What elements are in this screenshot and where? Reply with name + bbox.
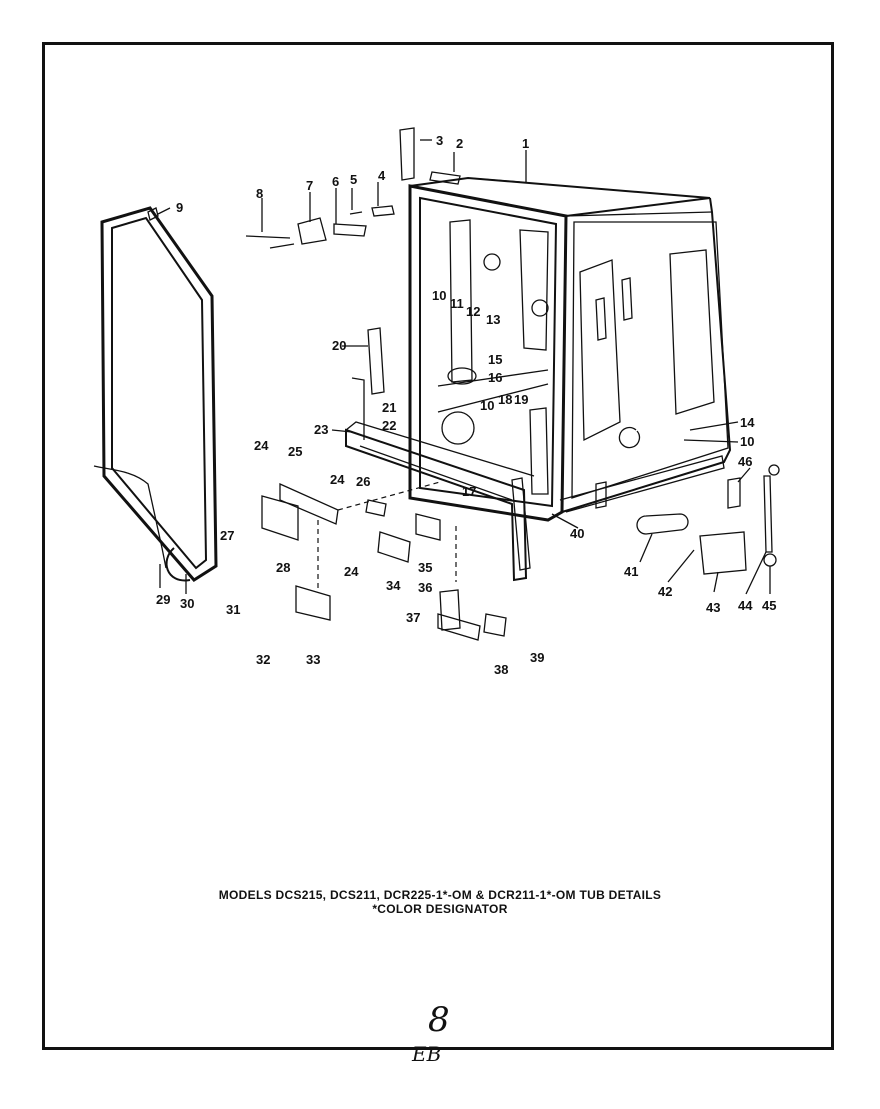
callout-46: 46 [738, 454, 752, 469]
callout-30: 30 [180, 596, 194, 611]
callout-2: 2 [456, 136, 463, 151]
callout-17: 17 [462, 484, 476, 499]
callout-15: 15 [488, 352, 502, 367]
callout-28: 28 [276, 560, 290, 575]
callout-38: 38 [494, 662, 508, 677]
callout-32: 32 [256, 652, 270, 667]
callout-3: 3 [436, 133, 443, 148]
alignment-lines [317, 481, 457, 590]
callout-labels: 1 2 3 4 5 6 7 8 9 10 11 12 13 14 10 15 1… [156, 133, 776, 677]
callout-31: 31 [226, 602, 240, 617]
callout-6: 6 [332, 174, 339, 189]
callout-7: 7 [306, 178, 313, 193]
callout-24-b: 24 [330, 472, 345, 487]
callout-16: 16 [488, 370, 502, 385]
handwritten-code: EB [412, 1042, 442, 1066]
callout-9: 9 [176, 200, 183, 215]
callout-1: 1 [522, 136, 529, 151]
callout-27: 27 [220, 528, 234, 543]
callout-26: 26 [356, 474, 370, 489]
door-gasket [93, 206, 218, 582]
callout-21: 21 [382, 400, 396, 415]
callout-37: 37 [406, 610, 420, 625]
callout-8: 8 [256, 186, 263, 201]
leader-lines [157, 139, 771, 595]
hinge-parts [245, 127, 780, 641]
callout-45: 45 [762, 598, 776, 613]
callout-11: 11 [450, 296, 464, 311]
callout-5: 5 [350, 172, 357, 187]
callout-18: 18 [498, 392, 512, 407]
handwritten-page-number: 8 [428, 1000, 450, 1040]
callout-33: 33 [306, 652, 320, 667]
callout-4: 4 [378, 168, 386, 183]
callout-10-center: 10 [480, 398, 494, 413]
callout-10-right: 10 [740, 434, 754, 449]
callout-23: 23 [314, 422, 328, 437]
callout-10-upper: 10 [432, 288, 446, 303]
callout-44: 44 [738, 598, 753, 613]
callout-20: 20 [332, 338, 346, 353]
callout-24-c: 24 [344, 564, 359, 579]
callout-42: 42 [658, 584, 672, 599]
caption-models-line: MODELS DCS215, DCS211, DCR225-1*-OM & DC… [218, 888, 662, 902]
callout-29: 29 [156, 592, 170, 607]
diagram-caption: MODELS DCS215, DCS211, DCR225-1*-OM & DC… [150, 888, 730, 916]
callout-24-a: 24 [254, 438, 269, 453]
callout-41: 41 [624, 564, 638, 579]
callout-19: 19 [514, 392, 528, 407]
callout-35: 35 [418, 560, 432, 575]
diagram-border [42, 42, 834, 1050]
tub-body [408, 176, 732, 522]
callout-40: 40 [570, 526, 584, 541]
callout-34: 34 [386, 578, 401, 593]
callout-14: 14 [740, 415, 755, 430]
caption-color-designator: *COLOR DESIGNATOR [372, 902, 508, 916]
callout-39: 39 [530, 650, 544, 665]
callout-36: 36 [418, 580, 432, 595]
callout-12: 12 [466, 304, 480, 319]
callout-25: 25 [288, 444, 302, 459]
callout-22: 22 [382, 418, 396, 433]
front-panel [345, 327, 535, 582]
callout-43: 43 [706, 600, 720, 615]
callout-13: 13 [486, 312, 500, 327]
